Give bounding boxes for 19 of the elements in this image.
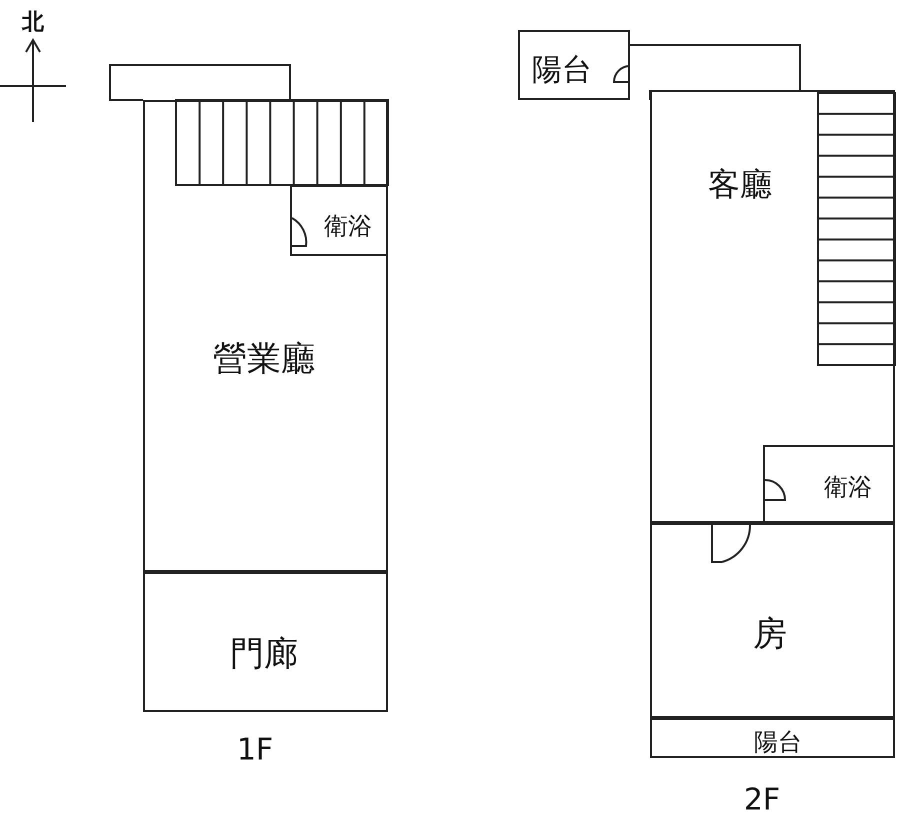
room [518,30,630,100]
room [143,100,388,572]
room [650,718,895,758]
floor-label: 2F [744,782,780,818]
room [650,523,895,718]
north-label: 北 [22,9,44,37]
room-label: 陽台 [754,727,802,758]
room-label: 房 [753,613,787,656]
room-label: 門廊 [230,633,298,676]
room [650,90,895,523]
room [290,185,388,256]
room-label: 陽台 [532,52,592,90]
room [763,445,895,523]
floor-label: 1F [236,732,274,768]
room-label: 客廳 [708,164,772,205]
room-label: 衛浴 [824,472,872,503]
room-label: 營業廳 [213,338,315,381]
room-label: 衛浴 [324,211,372,242]
room [143,572,388,712]
